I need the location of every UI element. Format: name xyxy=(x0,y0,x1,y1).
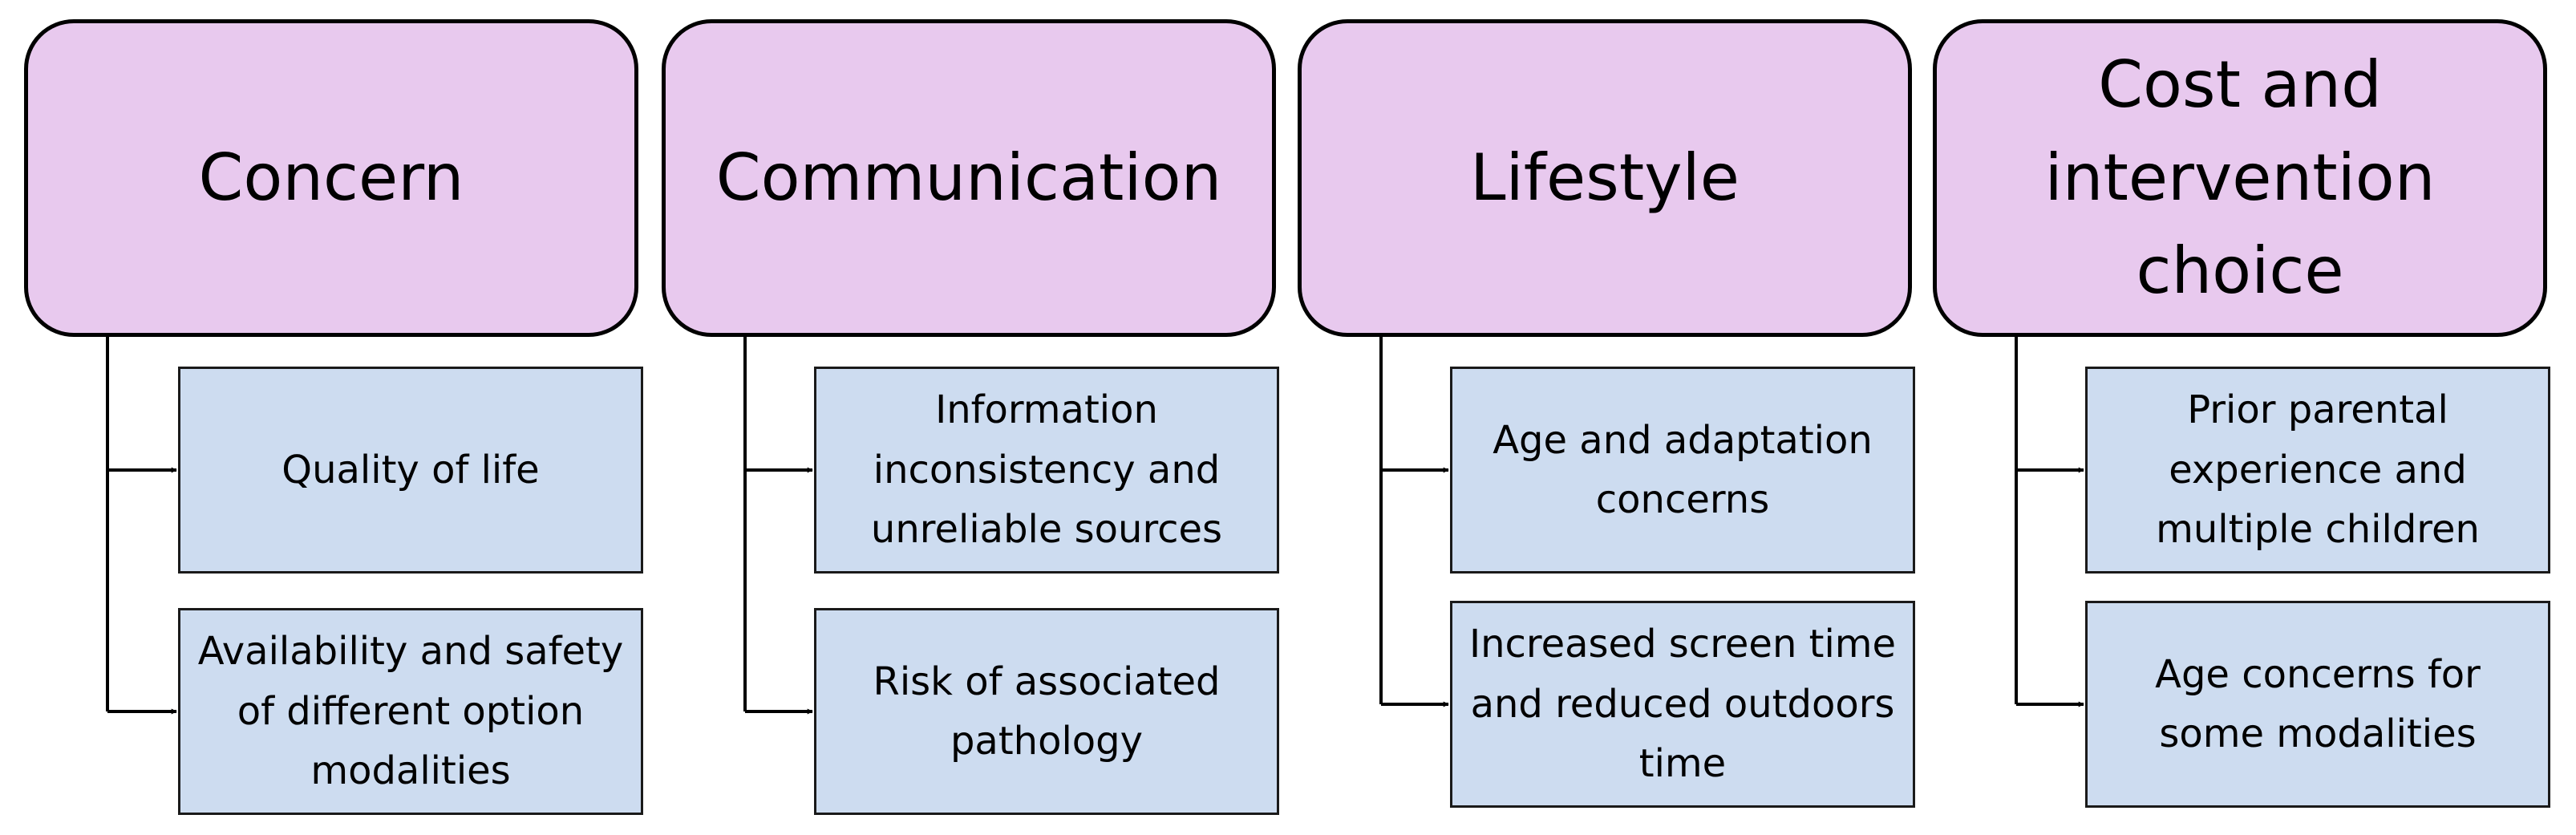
subtheme-box: Availability and safety of different opt… xyxy=(178,608,643,815)
theme-box-concern: Concern xyxy=(24,19,638,337)
subtheme-label: Risk of associated pathology xyxy=(873,659,1221,764)
theme-label: Concern xyxy=(198,140,464,215)
subtheme-label: Quality of life xyxy=(281,447,540,492)
theme-label: Cost and intervention choice xyxy=(2044,47,2436,308)
theme-box-cost: Cost and intervention choice xyxy=(1933,19,2547,337)
subtheme-label: Prior parental experience and multiple c… xyxy=(2156,387,2480,553)
theme-box-communication: Communication xyxy=(662,19,1276,337)
subtheme-box: Risk of associated pathology xyxy=(814,608,1279,815)
subtheme-label: Age concerns for some modalities xyxy=(2155,651,2481,756)
subtheme-label: Availability and safety of different opt… xyxy=(197,629,624,794)
subtheme-box: Information inconsistency and unreliable… xyxy=(814,367,1279,574)
subtheme-label: Increased screen time and reduced outdoo… xyxy=(1468,622,1897,787)
subtheme-label: Information inconsistency and unreliable… xyxy=(870,387,1223,553)
subtheme-box: Increased screen time and reduced outdoo… xyxy=(1450,601,1915,808)
subtheme-box: Quality of life xyxy=(178,367,643,574)
subtheme-box: Prior parental experience and multiple c… xyxy=(2085,367,2550,574)
subtheme-label: Age and adaptation concerns xyxy=(1493,417,1873,522)
theme-label: Communication xyxy=(715,140,1222,215)
theme-label: Lifestyle xyxy=(1469,140,1740,215)
subtheme-box: Age concerns for some modalities xyxy=(2085,601,2550,808)
subtheme-box: Age and adaptation concerns xyxy=(1450,367,1915,574)
theme-box-lifestyle: Lifestyle xyxy=(1298,19,1912,337)
